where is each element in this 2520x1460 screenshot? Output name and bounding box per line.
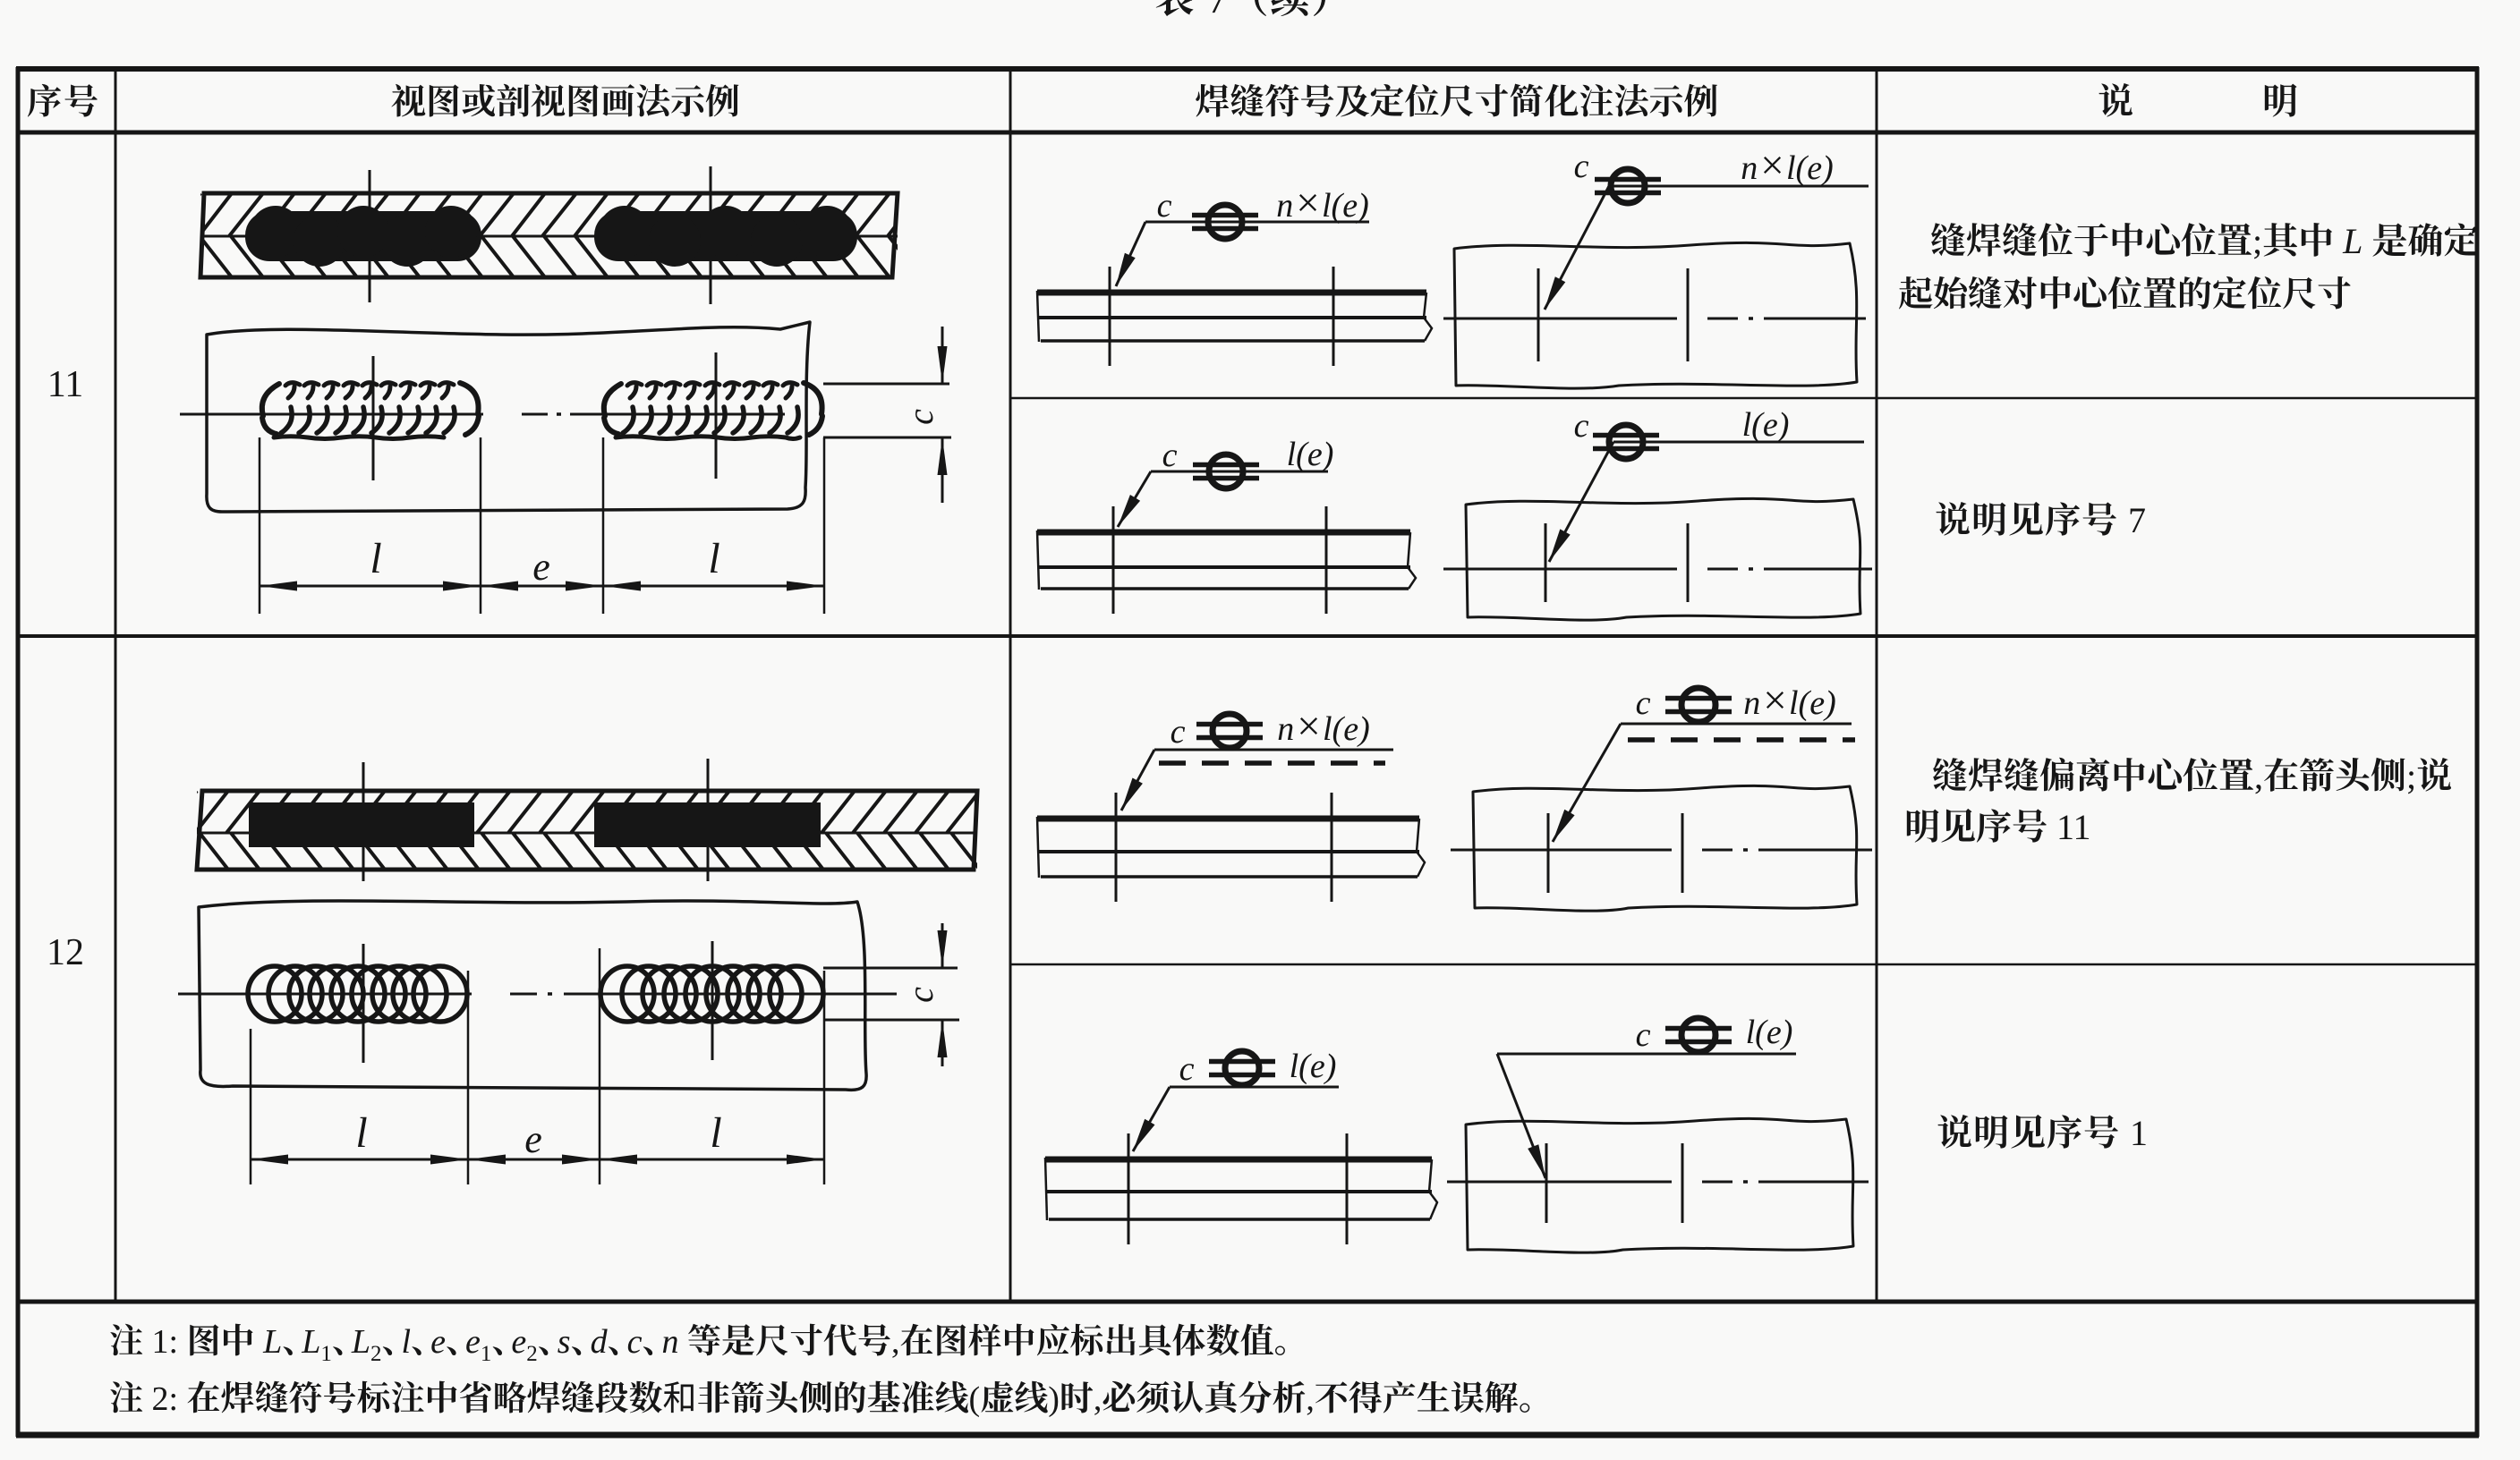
svg-text:11: 11 [47, 364, 83, 405]
svg-text:l: l [710, 1109, 721, 1157]
svg-text:c: c [1162, 437, 1178, 474]
svg-text:说: 说 [2098, 73, 2133, 124]
svg-text:c: c [900, 987, 941, 1003]
svg-text:序号: 序号 [27, 74, 100, 124]
svg-text:起始缝对中心位置的定位尺寸: 起始缝对中心位置的定位尺寸 [1898, 267, 2352, 317]
svg-text:说明见序号 7: 说明见序号 7 [1935, 492, 2147, 543]
svg-text:c: c [1636, 1016, 1651, 1054]
svg-text:n×l(e): n×l(e) [1277, 703, 1369, 750]
svg-text:缝焊缝偏离中心位置,在箭头侧;说: 缝焊缝偏离中心位置,在箭头侧;说 [1932, 748, 2452, 799]
svg-text:c: c [1574, 148, 1589, 185]
svg-text:c: c [1636, 684, 1651, 722]
svg-text:12: 12 [47, 932, 84, 973]
svg-text:缝焊缝位于中心位置;其中 L 是确定: 缝焊缝位于中心位置;其中 L 是确定 [1930, 213, 2479, 264]
svg-text:n×l(e): n×l(e) [1276, 180, 1368, 226]
svg-text:n×l(e): n×l(e) [1741, 142, 1833, 189]
svg-text:c: c [1157, 187, 1172, 225]
svg-text:c: c [1574, 407, 1589, 445]
svg-text:l(e): l(e) [1746, 1014, 1793, 1051]
svg-text:l(e): l(e) [1290, 1048, 1337, 1085]
svg-text:c: c [1179, 1050, 1195, 1088]
svg-text:明: 明 [2262, 73, 2298, 124]
svg-text:说明见序号 1: 说明见序号 1 [1937, 1105, 2149, 1156]
svg-text:n×l(e): n×l(e) [1743, 677, 1835, 724]
svg-text:注 2: 在焊缝符号标注中省略焊缝段数和非箭头侧的基准线(虚: 注 2: 在焊缝符号标注中省略焊缝段数和非箭头侧的基准线(虚线)时,必须认真分析… [109, 1371, 1553, 1420]
svg-text:e: e [532, 545, 550, 589]
svg-text:l: l [355, 1109, 367, 1157]
svg-text:明见序号 11: 明见序号 11 [1904, 799, 2091, 850]
svg-text:e: e [524, 1117, 542, 1161]
svg-text:l(e): l(e) [1742, 406, 1790, 444]
svg-text:l: l [708, 535, 719, 582]
svg-text:l(e): l(e) [1287, 436, 1334, 473]
svg-text:c: c [1171, 713, 1186, 751]
svg-text:l: l [370, 535, 381, 582]
svg-text:表 7（续）: 表 7（续） [1155, 0, 1353, 24]
svg-text:视图或剖视图画法示例: 视图或剖视图画法示例 [391, 74, 740, 124]
svg-text:焊缝符号及定位尺寸简化注法示例: 焊缝符号及定位尺寸简化注法示例 [1195, 74, 1718, 124]
svg-text:c: c [900, 409, 941, 425]
svg-text:注 1: 图中 L、L1、L2、l、e、e1、e2、s、d、: 注 1: 图中 L、L1、L2、l、e、e1、e2、s、d、c、n 等是尺寸代号… [109, 1313, 1308, 1366]
